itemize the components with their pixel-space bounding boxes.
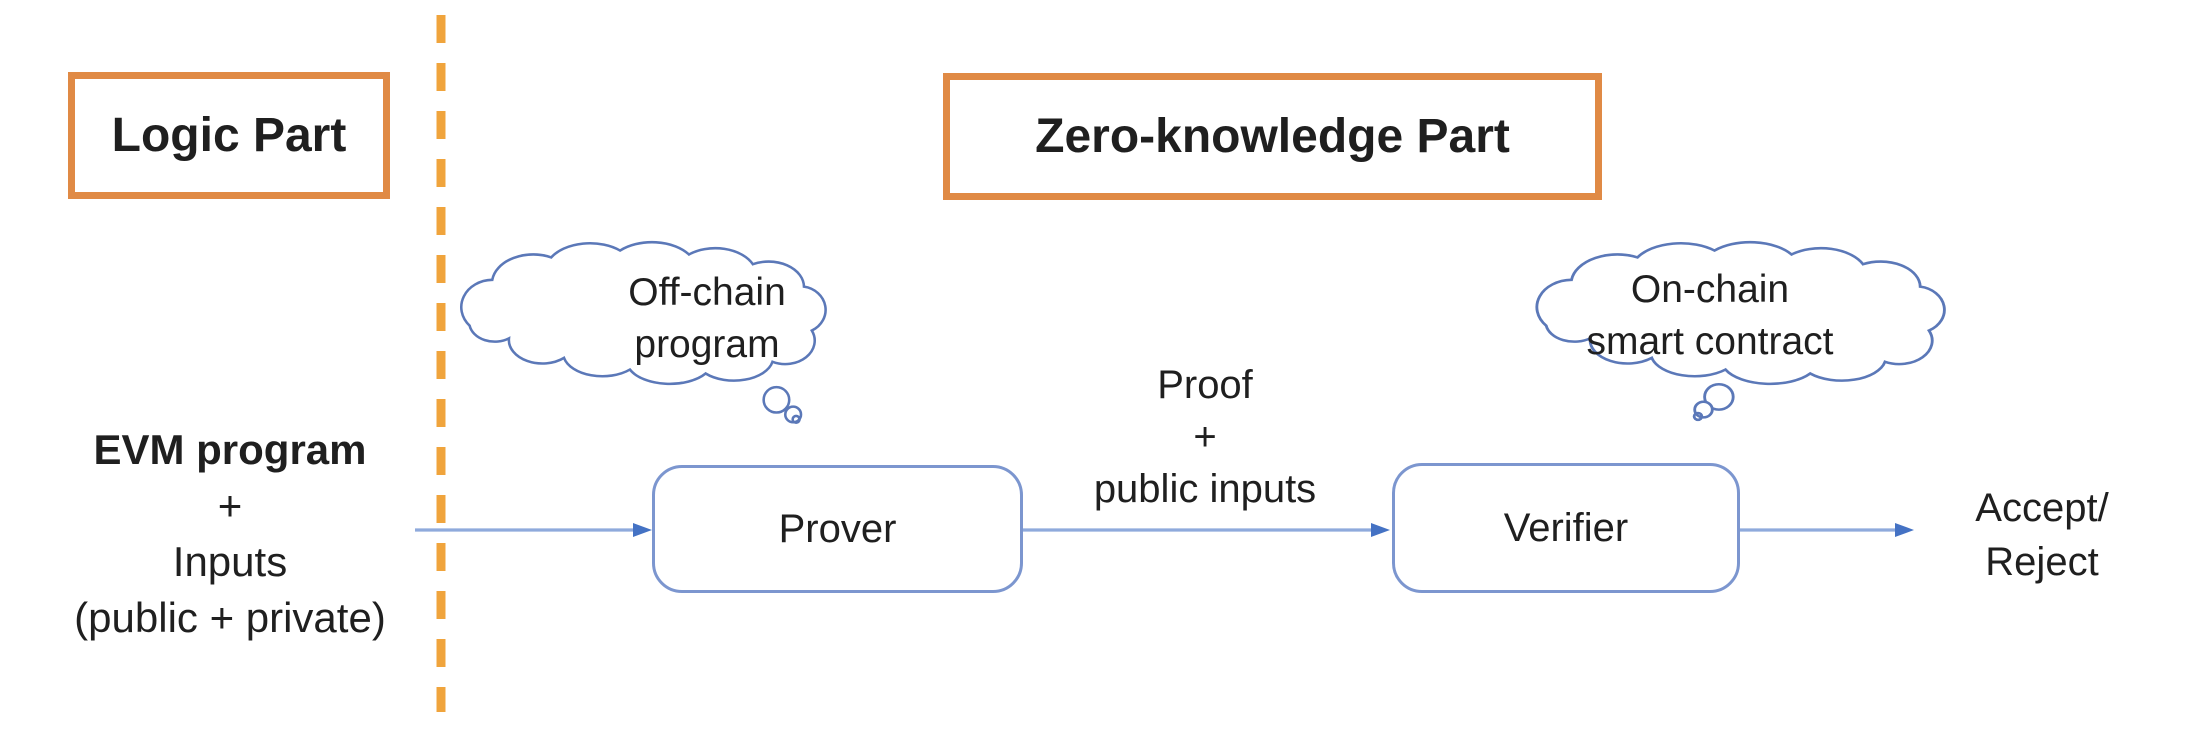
offchain-cloud-line-2: program [634,323,780,366]
prover-label: Prover [778,506,897,551]
output-line-reject: Reject [1985,540,2099,584]
verifier-label: Verifier [1503,505,1629,550]
edge-label-line-public-inputs: public inputs [1093,467,1317,511]
onchain-cloud-text: On-chain smart contract [1485,264,1935,368]
input-line-public-private: (public + private) [74,594,386,641]
logic-part-label: Logic Part [111,109,347,162]
offchain-cloud-text: Off-chain program [482,267,932,371]
edge-label-line-plus: + [1193,415,1217,459]
output-line-accept: Accept/ [1975,486,2109,530]
onchain-cloud-line-1: On-chain [1630,268,1790,311]
input-line-plus: + [217,482,243,529]
arrow-input-to-prover [415,523,652,537]
arrow-prover-to-verifier [1023,523,1390,537]
input-line-inputs: Inputs [172,538,288,585]
edge-label-line-proof: Proof [1157,363,1253,407]
zero-knowledge-part-box: Zero-knowledge Part [943,73,1602,200]
output-text-block: Accept/ Reject [1942,481,2142,589]
thought-cloud-icon-onchain [1535,240,1946,422]
arrow-verifier-to-result [1740,523,1914,537]
logic-part-box: Logic Part [68,72,390,199]
proof-edge-label: Proof + public inputs [1030,359,1380,515]
input-line-evm-program: EVM program [93,426,367,473]
zero-knowledge-part-label: Zero-knowledge Part [1035,110,1510,163]
onchain-cloud-line-2: smart contract [1586,320,1834,363]
verifier-node: Verifier [1392,463,1740,593]
offchain-cloud-line-1: Off-chain [628,271,786,314]
input-text-block: EVM program + Inputs (public + private) [20,422,440,646]
prover-node: Prover [652,465,1023,593]
thought-cloud-icon-offchain [460,240,827,425]
